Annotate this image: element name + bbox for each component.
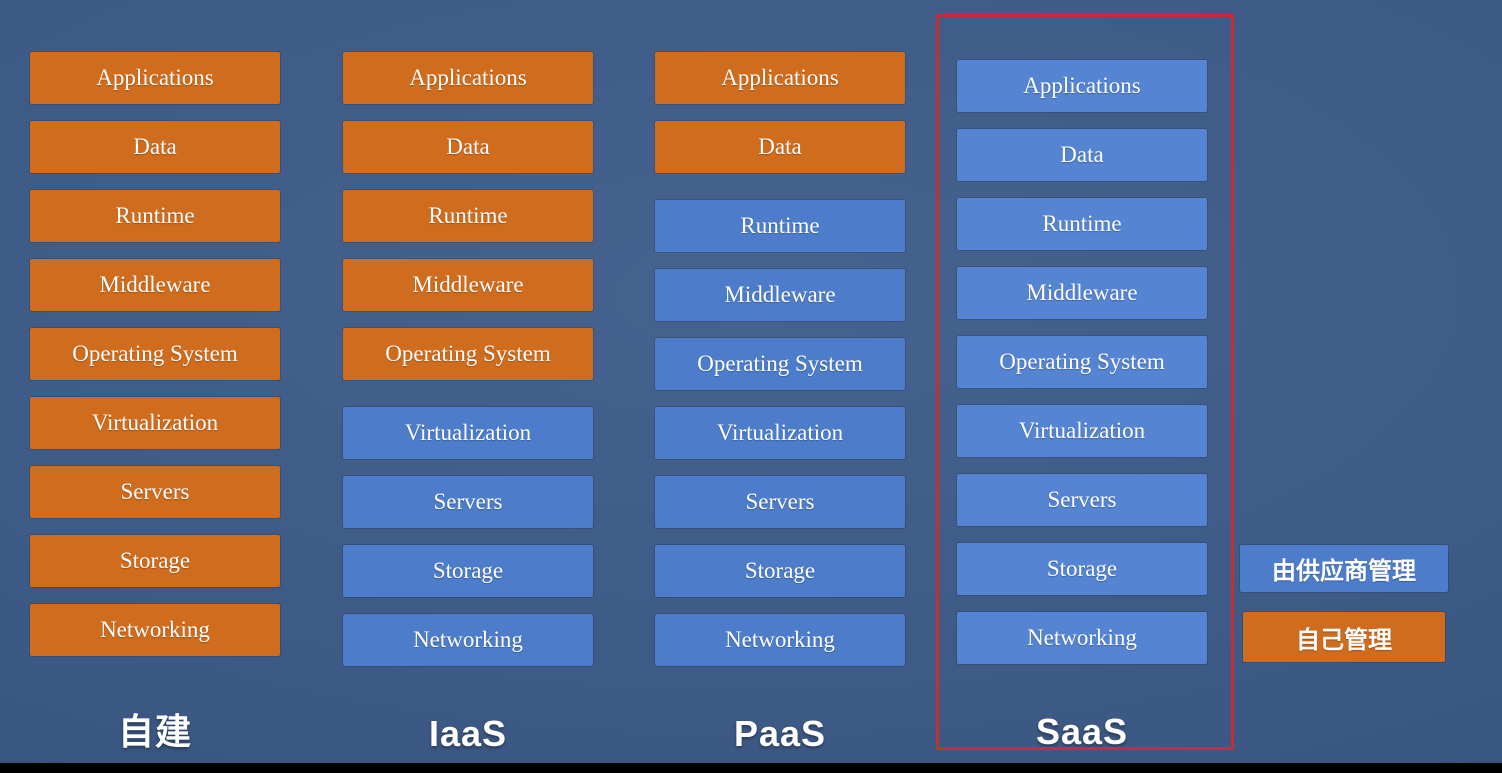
layer-box-storage: Storage [655,545,905,597]
legend-self-managed-label: 自己管理 [1296,626,1392,654]
layer-box-applications: Applications [343,52,593,104]
layer-box-middleware: Middleware [957,267,1207,319]
layer-box-networking: Networking [957,612,1207,664]
layer-box-virtualization: Virtualization [30,397,280,449]
layer-box-applications: Applications [30,52,280,104]
layer-box-storage: Storage [957,543,1207,595]
layer-box-applications: Applications [655,52,905,104]
layer-box-middleware: Middleware [655,269,905,321]
layer-box-operating-system: Operating System [655,338,905,390]
layer-box-runtime: Runtime [655,200,905,252]
layer-box-networking: Networking [343,614,593,666]
letterbox-bar [0,763,1502,773]
layer-box-runtime: Runtime [343,190,593,242]
legend-self-managed: 自己管理 [1243,612,1445,662]
layer-box-runtime: Runtime [30,190,280,242]
layer-box-servers: Servers [343,476,593,528]
layer-box-applications: Applications [957,60,1207,112]
layer-box-middleware: Middleware [30,259,280,311]
layer-box-networking: Networking [30,604,280,656]
layer-box-storage: Storage [343,545,593,597]
legend-vendor-managed: 由供应商管理 [1240,545,1448,592]
layer-box-virtualization: Virtualization [343,407,593,459]
layer-box-virtualization: Virtualization [655,407,905,459]
layer-box-data: Data [655,121,905,173]
layer-box-runtime: Runtime [957,198,1207,250]
layer-box-networking: Networking [655,614,905,666]
layer-box-data: Data [30,121,280,173]
column-label-paas: PaaS [733,713,827,754]
layer-box-storage: Storage [30,535,280,587]
layer-box-servers: Servers [30,466,280,518]
layer-box-operating-system: Operating System [30,328,280,380]
layer-box-servers: Servers [957,474,1207,526]
column-label-self-built: 自建 [117,711,192,752]
legend-vendor-managed-label: 由供应商管理 [1272,558,1416,585]
layer-box-operating-system: Operating System [957,336,1207,388]
column-label-saas: SaaS [1035,711,1129,752]
layer-box-data: Data [343,121,593,173]
layer-box-data: Data [957,129,1207,181]
layer-box-servers: Servers [655,476,905,528]
layer-box-operating-system: Operating System [343,328,593,380]
column-label-iaas: IaaS [428,713,508,754]
layer-box-virtualization: Virtualization [957,405,1207,457]
layer-box-middleware: Middleware [343,259,593,311]
